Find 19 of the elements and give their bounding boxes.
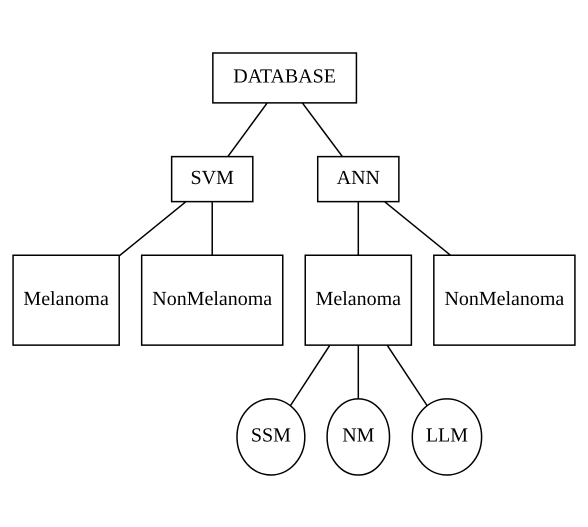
node-box: SVM — [170, 155, 254, 202]
node-box: NonMelanoma — [433, 254, 576, 346]
node-box: Melanoma — [12, 254, 120, 346]
connector — [358, 202, 360, 255]
connector — [384, 200, 451, 256]
node-box: Melanoma — [304, 254, 412, 346]
node-box: DATABASE — [212, 52, 358, 104]
connector — [227, 102, 268, 156]
connector — [290, 344, 330, 406]
node-box: ANN — [316, 155, 400, 202]
node-circle: LLM — [412, 398, 482, 476]
node-ellipse: SSM — [236, 398, 306, 476]
connector — [386, 344, 428, 406]
connector — [302, 102, 343, 156]
node-box: NonMelanoma — [140, 254, 284, 346]
connector — [358, 344, 360, 398]
connector — [211, 202, 213, 255]
connector — [119, 200, 186, 256]
node-ellipse: NM — [326, 398, 390, 476]
